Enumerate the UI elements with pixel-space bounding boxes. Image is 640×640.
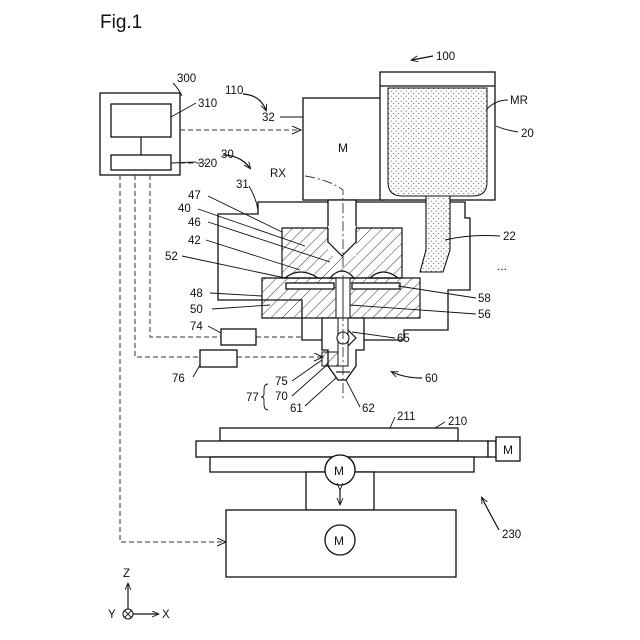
ref-32: 32 (262, 112, 275, 124)
axis-x-label: X (162, 609, 170, 621)
material-mr (388, 88, 487, 196)
ref-48: 48 (190, 288, 203, 300)
ref-42: 42 (188, 235, 201, 247)
axis-z-label: Z (123, 568, 130, 580)
ref-76: 76 (172, 373, 185, 385)
ref-211: 211 (397, 411, 415, 423)
ref-77: 77 (246, 392, 259, 404)
ref-65: 65 (397, 333, 410, 345)
svg-text:M: M (334, 534, 344, 548)
ref-310: 310 (198, 98, 217, 110)
ref-210: 210 (448, 416, 467, 428)
controller-unit-310 (111, 104, 171, 137)
ref-22: 22 (503, 231, 516, 243)
svg-text:M: M (334, 464, 344, 478)
material-label: MR (510, 95, 528, 107)
ref-40: 40 (178, 203, 191, 215)
motor-symbol: M (338, 141, 348, 155)
ref-75: 75 (275, 376, 288, 388)
svg-text:M: M (503, 443, 513, 457)
controller-300 (100, 93, 180, 175)
ref-56: 56 (478, 309, 491, 321)
unit-76 (200, 350, 237, 367)
coordinate-axes: Z Y X (108, 568, 170, 621)
ref-74: 74 (190, 321, 203, 333)
ref-70: 70 (275, 391, 288, 403)
ellipsis: ... (497, 259, 507, 273)
ref-46: 46 (188, 217, 201, 229)
ref-31: 31 (236, 179, 249, 191)
ref-58: 58 (478, 293, 491, 305)
figure-title: Fig.1 (100, 12, 142, 33)
barrel-50 (262, 278, 420, 324)
ref-30: 30 (221, 149, 234, 161)
ref-230: 230 (502, 529, 521, 541)
axis-y-label: Y (108, 609, 116, 621)
ref-61: 61 (290, 403, 303, 415)
ref-62: 62 (362, 403, 375, 415)
ref-52: 52 (165, 251, 178, 263)
ref-60: 60 (425, 373, 438, 385)
ref-50: 50 (190, 304, 203, 316)
stage-210: M M M M (196, 428, 520, 577)
unit-74 (221, 329, 256, 345)
axis-rx-label: RX (270, 168, 286, 180)
ref-47: 47 (188, 190, 201, 202)
controller-unit-320 (111, 155, 171, 170)
ref-320: 320 (198, 158, 217, 170)
ref-110: 110 (225, 85, 243, 97)
head-motor-32: M (303, 98, 383, 200)
ref-100: 100 (436, 51, 455, 63)
material-hopper-20: MR (380, 72, 528, 200)
ref-20: 20 (521, 128, 534, 140)
ref-300: 300 (177, 73, 196, 85)
